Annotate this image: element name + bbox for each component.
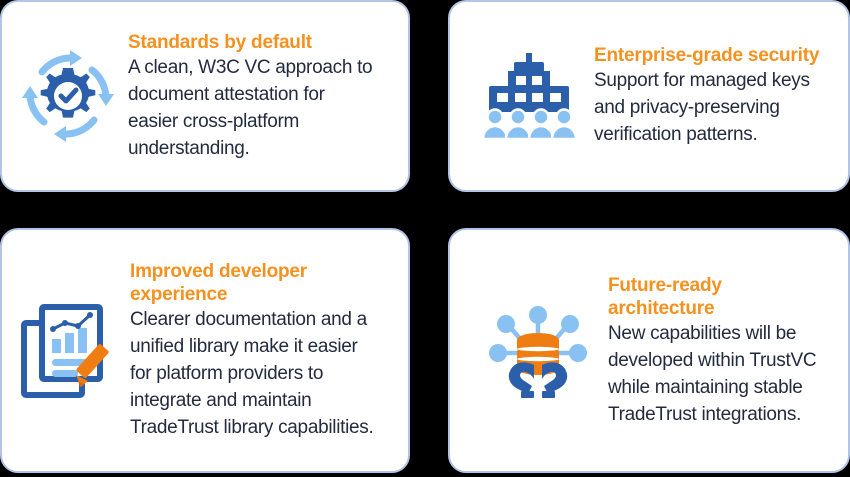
card-text-block: Enterprise-grade security Support for ma… (594, 44, 848, 148)
documents-chart-pencil-icon-container (2, 301, 130, 401)
card-text-block: Future-ready architecture New capabiliti… (608, 274, 848, 428)
card-text-block: Standards by default A clean, W3C VC app… (128, 31, 408, 162)
feature-card-standards-by-default[interactable]: Standards by default A clean, W3C VC app… (0, 0, 410, 192)
feature-card-improved-developer-experience[interactable]: Improved developer experience Clearer do… (0, 228, 410, 473)
card-body: Clearer documentation and a unified libr… (130, 309, 374, 438)
card-title: Enterprise-grade security (594, 45, 820, 66)
gear-cycle-check-icon (22, 50, 114, 142)
card-text-block: Improved developer experience Clearer do… (130, 260, 408, 441)
card-title: Improved developer experience (130, 261, 307, 305)
documents-chart-pencil-icon (21, 303, 109, 398)
feature-card-enterprise-grade-security[interactable]: Enterprise-grade security Support for ma… (448, 0, 850, 192)
gear-cycle-check-icon-container (2, 46, 128, 146)
card-body: Support for managed keys and privacy-pre… (594, 70, 810, 145)
database-network-hands-icon-container (450, 303, 608, 399)
card-title: Future-ready architecture (608, 274, 722, 319)
database-network-hands-icon (489, 305, 587, 398)
card-title: Standards by default (128, 31, 312, 53)
card-body: New capabilities will be developed withi… (608, 322, 817, 425)
feature-card-future-ready-architecture[interactable]: Future-ready architecture New capabiliti… (448, 228, 850, 473)
enterprise-building-people-icon-container (450, 53, 594, 139)
card-body: A clean, W3C VC approach to document att… (128, 56, 373, 159)
enterprise-building-people-icon (481, 53, 577, 139)
